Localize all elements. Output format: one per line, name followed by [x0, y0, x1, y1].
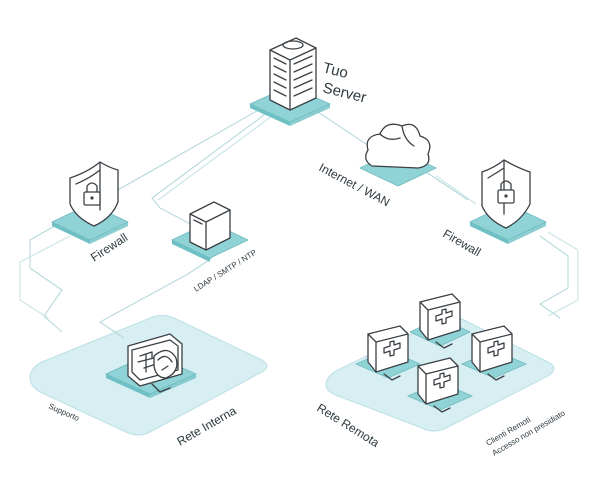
- server-node: Tuo Server: [249, 37, 368, 126]
- ldap-node: LDAP / SMTP / NTP: [171, 201, 258, 294]
- label-firewall-right: Firewall: [441, 226, 484, 259]
- medical-monitor-icon: [417, 357, 459, 413]
- firewall-left-node: Firewall: [51, 161, 130, 265]
- cloud-icon: [365, 123, 431, 169]
- support-node: [105, 333, 198, 398]
- shield-lock-icon: [481, 159, 531, 229]
- server-tower-icon: [269, 37, 317, 111]
- remote-client-3: [461, 325, 527, 381]
- connector-lines: [19, 107, 579, 339]
- shield-lock-icon: [69, 161, 119, 227]
- support-monitor-icon: [127, 333, 183, 393]
- cloud-node: Internet / WAN: [317, 123, 437, 209]
- remote-client-4: [407, 357, 473, 413]
- medical-monitor-icon: [471, 325, 513, 381]
- label-server-1: Tuo: [321, 59, 350, 82]
- gateway-box-icon: [189, 201, 231, 251]
- medical-monitor-icon: [419, 293, 461, 349]
- medical-monitor-icon: [367, 325, 409, 381]
- remote-client-1: [409, 293, 471, 349]
- label-server-2: Server: [321, 79, 368, 106]
- remote-client-2: [355, 325, 421, 381]
- firewall-right-node: Firewall: [441, 159, 547, 259]
